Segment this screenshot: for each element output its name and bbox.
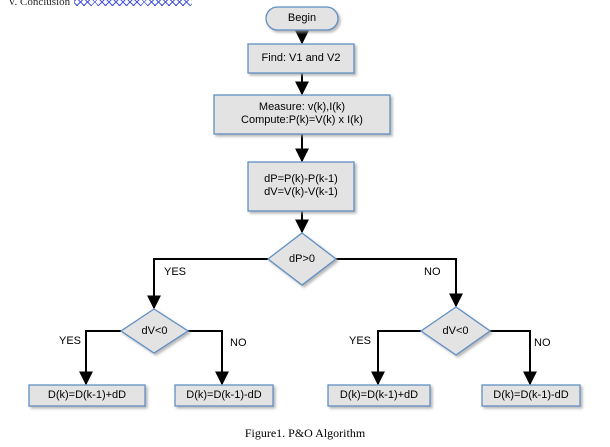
output-box-right-minus — [481, 384, 581, 407]
find-label: Find: V1 and V2 — [261, 52, 341, 64]
begin-label: Begin — [287, 12, 317, 24]
right-yes-label: YES — [349, 335, 372, 347]
dv-right-decision-label: dV<0 — [442, 325, 469, 337]
output-left-plus-label: D(k)=D(k-1)+dD — [47, 389, 127, 401]
measure-label-line1: Measure: v(k),I(k) — [258, 101, 346, 113]
connector-left-yes — [79, 330, 121, 386]
find-box — [247, 43, 355, 74]
page-text-fragment: V. Conclusion — [8, 0, 193, 8]
figure-caption: Figure1. P&O Algorithm — [244, 426, 366, 440]
dp-decision-label: dP>0 — [289, 253, 315, 265]
connector-right-yes — [371, 330, 421, 386]
output-box-right-plus — [327, 384, 431, 407]
left-yes-label: YES — [59, 335, 82, 347]
connector-dp-no — [336, 258, 463, 308]
delta-box — [247, 161, 355, 212]
connector-dp-yes — [147, 258, 268, 310]
spellcheck-underline — [74, 0, 193, 7]
delta-label-line1: dP=P(k)-P(k-1) — [264, 173, 338, 185]
dv-right-decision-diamond — [419, 306, 492, 356]
output-box-left-minus — [174, 384, 274, 407]
output-left-minus-label: D(k)=D(k-1)-dD — [186, 389, 262, 401]
output-right-plus-label: D(k)=D(k-1)+dD — [339, 389, 419, 401]
output-box-left-plus — [28, 384, 146, 407]
delta-label-line2: dV=V(k)-V(k-1) — [264, 186, 338, 198]
dp-decision-diamond — [266, 232, 338, 286]
measure-box — [213, 94, 391, 135]
left-no-label: NO — [230, 337, 247, 349]
right-no-label: NO — [534, 337, 551, 349]
output-right-minus-label: D(k)=D(k-1)-dD — [493, 389, 569, 401]
dv-left-decision-diamond — [119, 308, 190, 354]
measure-label-line2: Compute:P(k)=V(k) x I(k) — [241, 114, 363, 126]
begin-terminal — [265, 6, 339, 31]
page-text-prefix: V. Conclusion — [8, 0, 71, 8]
dp-no-label: NO — [424, 266, 441, 278]
dp-yes-label: YES — [164, 266, 187, 278]
connector-right-no — [490, 330, 537, 386]
dv-left-decision-label: dV<0 — [141, 325, 168, 337]
connector-left-no — [188, 330, 229, 386]
